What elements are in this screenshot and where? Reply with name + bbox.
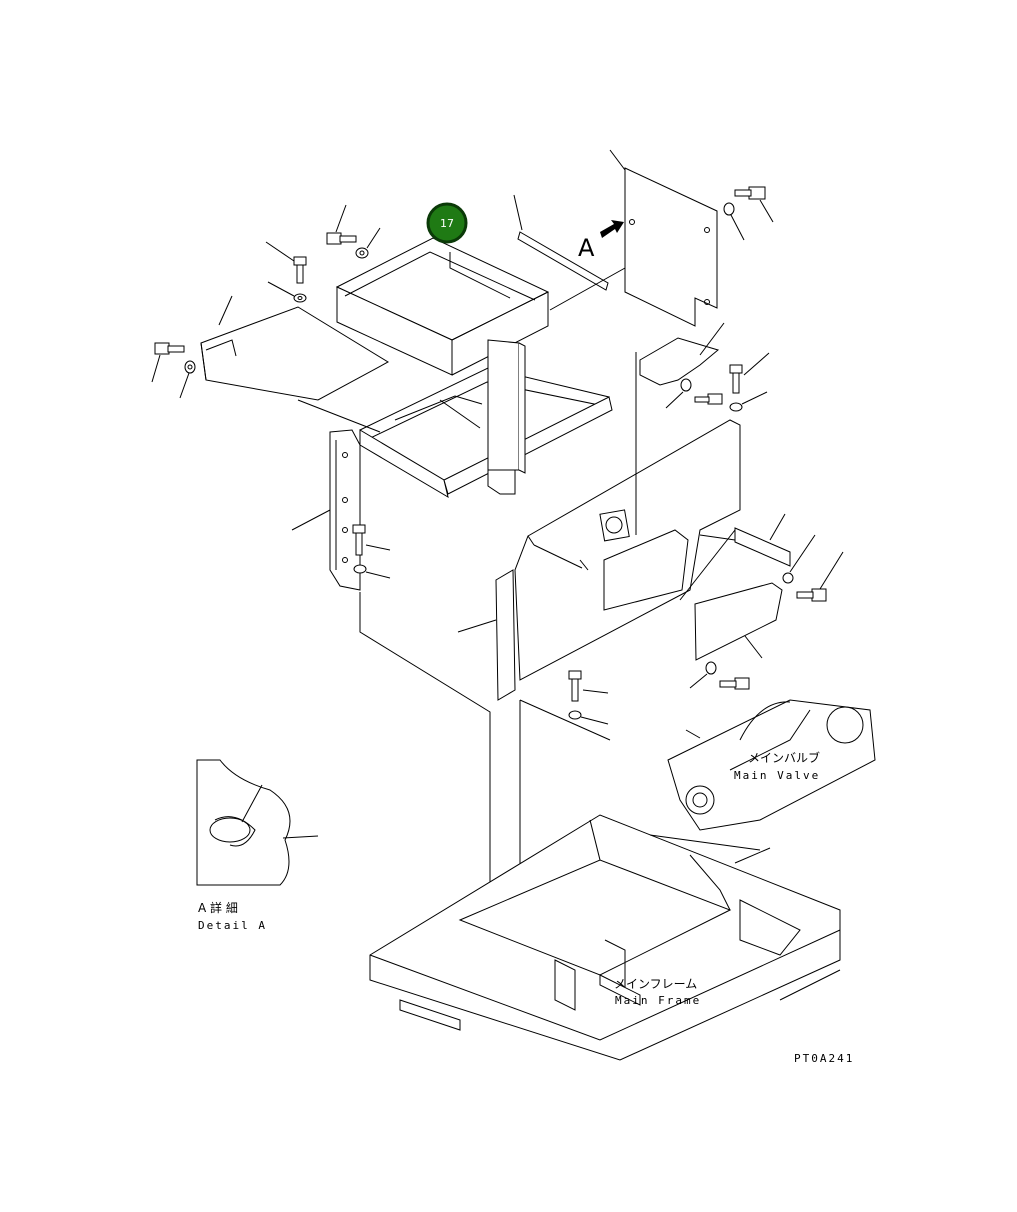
view-a-marker: A xyxy=(578,220,624,262)
top-right-panel xyxy=(609,149,718,327)
washer-top-2 xyxy=(267,281,307,303)
callout-17-number: 17 xyxy=(440,217,454,230)
view-a-arrow-icon xyxy=(600,220,624,238)
lower-cover-right xyxy=(694,582,783,661)
washer-top-1 xyxy=(355,227,381,259)
main-valve-label-jp: メインバルブ xyxy=(748,750,820,765)
washer-right-1 xyxy=(729,391,768,412)
upper-frame-structure xyxy=(359,339,613,499)
washer-right-3 xyxy=(782,534,816,584)
washer-top-right xyxy=(723,202,745,241)
bolt-left xyxy=(151,342,185,383)
left-vertical-plate xyxy=(457,569,516,701)
main-frame-label-en: Main Frame xyxy=(615,994,701,1007)
detail-a-inset: A 詳 細 Detail A xyxy=(196,759,319,932)
callout-17-circle xyxy=(426,202,468,244)
drawing-code: PT0A241 xyxy=(794,1052,854,1065)
main-valve-assembly: メインバルブ Main Valve xyxy=(667,699,876,831)
view-a-letter: A xyxy=(578,234,595,262)
callout-17[interactable]: 17 xyxy=(426,202,468,244)
bolt-right-2 xyxy=(694,393,723,405)
detail-a-label-en: Detail A xyxy=(198,919,267,932)
bolt-lower-1 xyxy=(568,670,609,702)
bolt-right-1 xyxy=(729,352,770,394)
bolt-top-right xyxy=(734,186,774,223)
lower-cover-left xyxy=(603,529,689,611)
bolt-top-2 xyxy=(265,241,307,284)
washer-lower-1 xyxy=(568,710,609,725)
main-valve-label-en: Main Valve xyxy=(734,769,820,782)
top-bar-strip xyxy=(513,194,609,291)
washer-mid-left xyxy=(353,564,391,579)
bolt-mid-left xyxy=(352,524,391,556)
bolt-lower-2 xyxy=(719,677,750,690)
small-angle-bracket xyxy=(639,322,725,386)
washer-left xyxy=(179,360,196,399)
main-frame-label-jp: メインフレーム xyxy=(614,977,697,991)
bolt-top-1 xyxy=(326,204,357,245)
washer-right-2 xyxy=(665,378,692,409)
left-upright-bracket xyxy=(291,429,361,591)
bolt-right-3 xyxy=(796,551,844,602)
detail-a-label-jp: A 詳 細 xyxy=(198,900,238,915)
main-frame: メインフレーム Main Frame xyxy=(369,814,841,1061)
small-bracket-right xyxy=(734,513,791,567)
washer-lower-2 xyxy=(689,661,717,689)
top-left-cover-plate xyxy=(200,295,390,401)
top-center-cover xyxy=(335,237,550,376)
